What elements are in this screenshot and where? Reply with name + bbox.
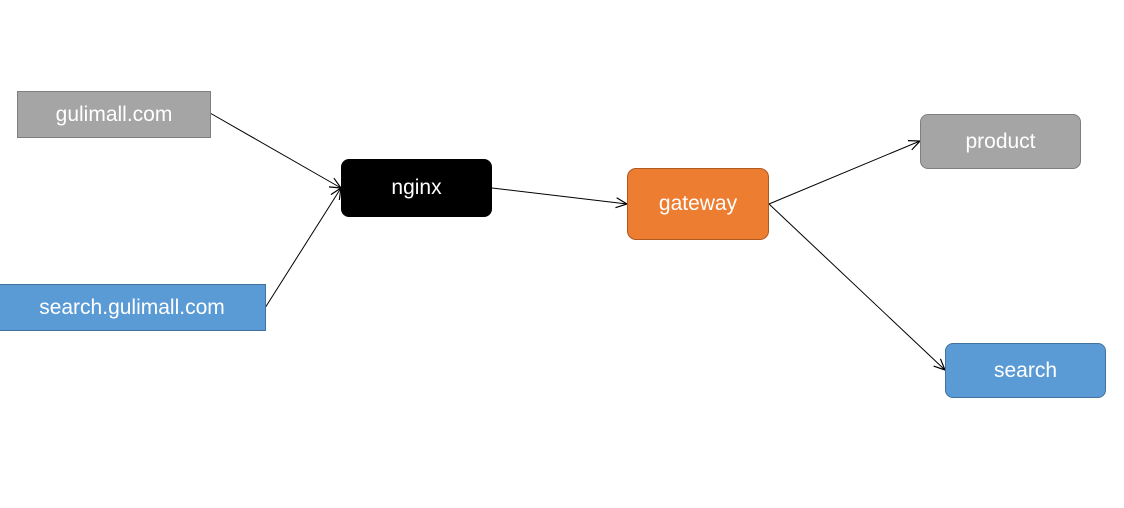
- gateway-label: gateway: [658, 192, 738, 215]
- nginx-label: nginx: [391, 176, 442, 199]
- search-service-node: search: [945, 343, 1106, 398]
- edge-search-domain-to-nginx: [264, 186, 342, 309]
- edge-gulimall-to-nginx: [209, 112, 343, 189]
- gateway-node: gateway: [627, 168, 769, 240]
- gulimall-domain-label: gulimall.com: [55, 102, 173, 126]
- search-domain-label: search.gulimall.com: [39, 295, 225, 319]
- product-label: product: [965, 129, 1036, 153]
- search-service-label: search: [993, 358, 1058, 382]
- gulimall-domain-node: gulimall.com: [17, 91, 211, 138]
- search-domain-node: search.gulimall.com: [0, 284, 266, 331]
- edge-gateway-to-product: [768, 140, 922, 205]
- product-node: product: [920, 114, 1081, 169]
- nginx-node: nginx: [341, 159, 492, 217]
- edge-nginx-to-gateway: [491, 187, 629, 209]
- edge-gateway-to-search: [768, 203, 947, 371]
